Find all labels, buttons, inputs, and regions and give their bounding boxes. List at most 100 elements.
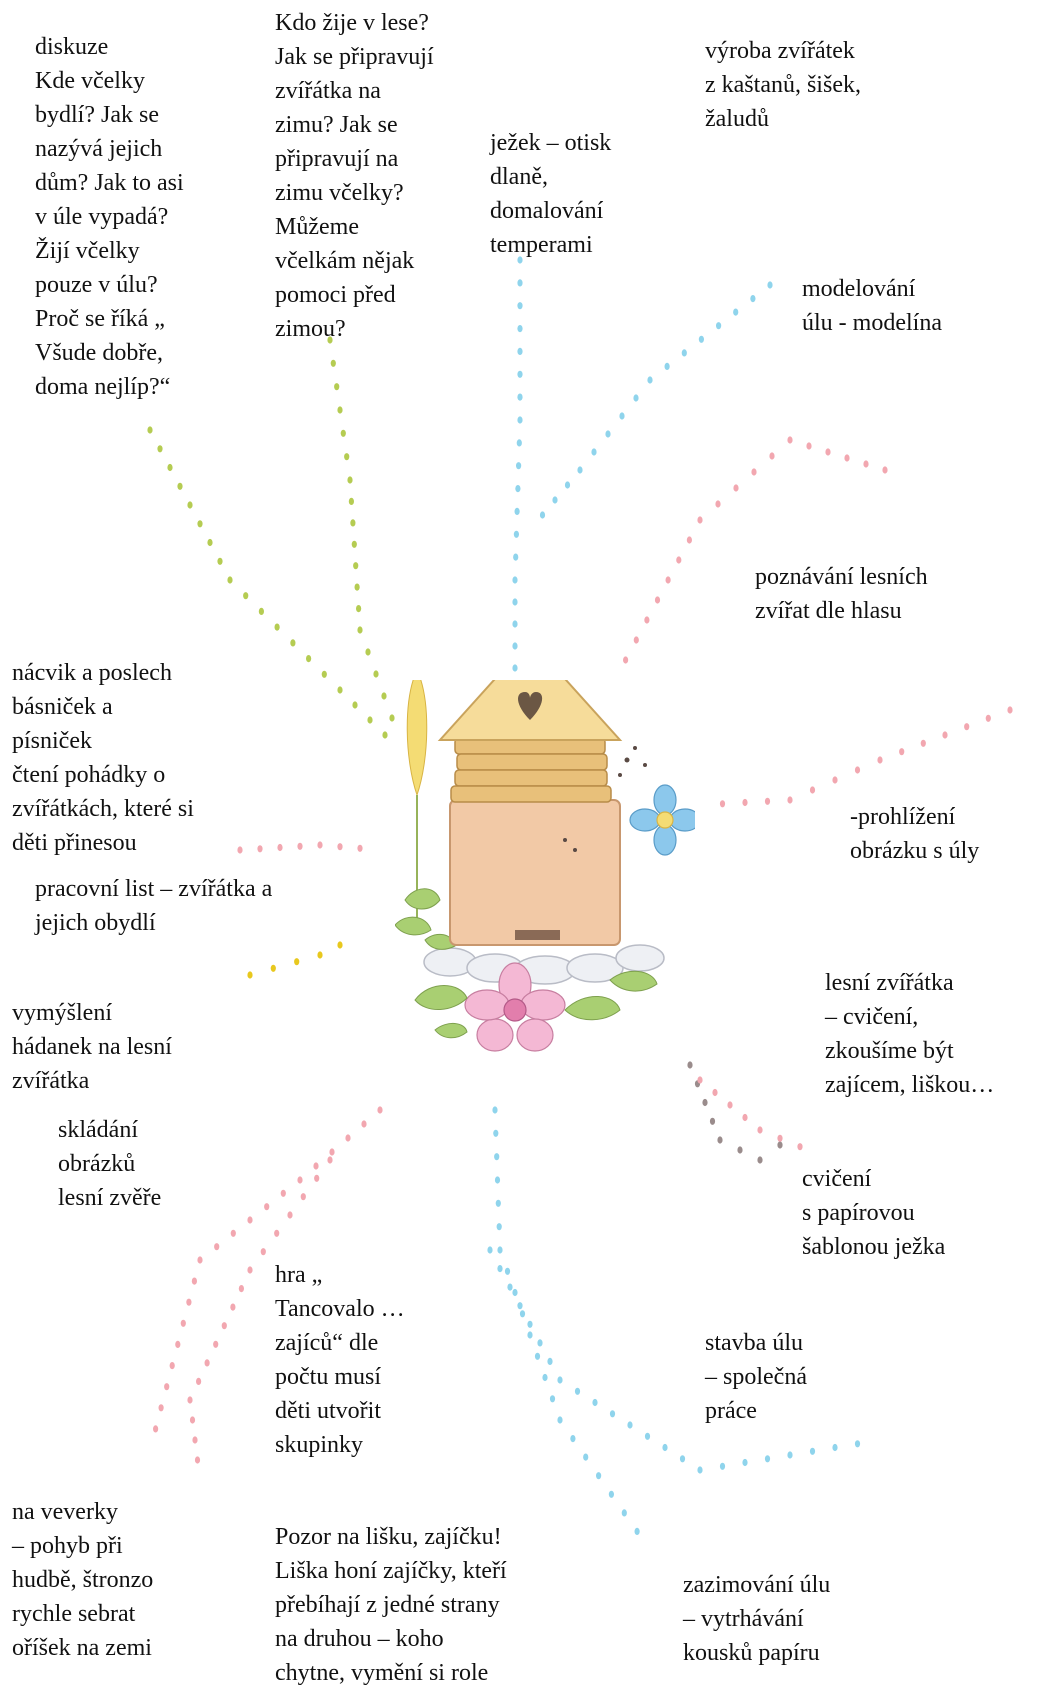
note-diskuze: diskuze Kde včelky bydlí? Jak se nazývá …: [35, 30, 184, 404]
connector-dot: [537, 1339, 542, 1346]
connector-dot: [239, 1285, 244, 1292]
note-nacvik: nácvik a poslech básniček a písniček čte…: [12, 656, 194, 860]
connector-dot: [230, 1304, 235, 1311]
connector-dot: [197, 1256, 202, 1263]
connector-dot: [682, 349, 687, 356]
connector-dot: [512, 1289, 517, 1296]
connector-dot: [496, 1200, 501, 1207]
connector-dot: [623, 656, 628, 663]
connector-dot: [187, 1396, 192, 1403]
connector-dot: [512, 642, 517, 649]
connector-dot: [159, 1404, 164, 1411]
connector-dot: [347, 476, 352, 483]
note-zazimovani: zazimování úlu – vytrhávání kousků papír…: [683, 1568, 830, 1670]
connector-dot: [190, 1416, 195, 1423]
connector-dot: [355, 584, 360, 591]
connector-dot: [769, 452, 774, 459]
connector-dot: [517, 416, 522, 423]
connector-dot: [825, 448, 830, 455]
connector-dot: [492, 1106, 497, 1113]
connector-dot: [662, 1444, 667, 1451]
connector-dot: [645, 1433, 650, 1440]
connector-dot: [507, 1284, 512, 1291]
connector-dot: [575, 1388, 580, 1395]
connector-dot: [247, 1266, 252, 1273]
connector-dot: [787, 436, 792, 443]
connector-dot: [844, 454, 849, 461]
connector-dot: [513, 554, 518, 561]
connector-dot: [517, 394, 522, 401]
connector-dot: [596, 1472, 601, 1479]
connector-dot: [275, 624, 280, 631]
connector-dot: [666, 576, 671, 583]
connector-dot: [512, 576, 517, 583]
connector-dot: [527, 1321, 532, 1328]
connector-dot: [712, 1089, 717, 1096]
connector-dot: [381, 692, 386, 699]
connector-dot: [349, 498, 354, 505]
connector-dot: [742, 799, 747, 806]
connector-dot: [517, 325, 522, 332]
connector-dot: [352, 541, 357, 548]
connector-dot: [715, 500, 720, 507]
connector-dot: [964, 723, 969, 730]
connector-dot: [634, 636, 639, 643]
connector-dot: [357, 626, 362, 633]
connector-dot: [921, 740, 926, 747]
connector-dot: [247, 971, 252, 978]
connector-dot: [710, 1118, 715, 1125]
connector-dot: [259, 608, 264, 615]
connector-dot: [655, 596, 660, 603]
connector-dot: [264, 1203, 269, 1210]
connector-dot: [535, 1353, 540, 1360]
note-lesni-zviratka: lesní zvířátka – cvičení, zkoušíme být z…: [825, 966, 994, 1102]
connector-dot: [517, 371, 522, 378]
connector-dot: [751, 468, 756, 475]
note-kdo-zije: Kdo žije v lese? Jak se připravují zvířá…: [275, 6, 434, 346]
connector-dot: [327, 1156, 332, 1163]
note-modelovani: modelování úlu - modelína: [802, 272, 942, 340]
note-stavba: stavba úlu – společná práce: [705, 1326, 807, 1428]
connector-dot: [517, 348, 522, 355]
connector-dot: [314, 1175, 319, 1182]
connector-dot: [389, 714, 394, 721]
connector-dot: [207, 539, 212, 546]
connector-dot: [367, 716, 372, 723]
connector-dot: [170, 1362, 175, 1369]
connector-dot: [287, 1211, 292, 1218]
connector-dot: [806, 442, 811, 449]
connector-dot: [337, 686, 342, 693]
connector-dot: [261, 1248, 266, 1255]
connector-dot: [494, 1153, 499, 1160]
connector-dot: [557, 1376, 562, 1383]
note-poznavani: poznávání lesních zvířat dle hlasu: [755, 560, 928, 628]
note-pracovni-list: pracovní list – zvířátka a jejich obydlí: [35, 872, 272, 940]
connector-dot: [382, 731, 387, 738]
connector-dot: [512, 598, 517, 605]
connector-dot: [757, 1126, 762, 1133]
connector-dot: [514, 531, 519, 538]
connector-dot: [334, 383, 339, 390]
connector-dot: [787, 796, 792, 803]
connector-dot: [855, 766, 860, 773]
beehive-illustration: [395, 680, 695, 1080]
connector-dot: [787, 1451, 792, 1458]
connector-dot: [196, 1378, 201, 1385]
connector-dot: [271, 965, 276, 972]
connector-dot: [676, 556, 681, 563]
connector-dot: [757, 1156, 762, 1163]
connector-dot: [197, 520, 202, 527]
connector-dot: [306, 655, 311, 662]
connector-dot: [195, 1456, 200, 1463]
connector-dot: [512, 664, 517, 671]
connector-dot: [329, 1148, 334, 1155]
connector-dot: [592, 1399, 597, 1406]
connector-dot: [344, 453, 349, 460]
connector-dot: [680, 1455, 685, 1462]
connector-dot: [699, 336, 704, 343]
connector-dot: [237, 846, 242, 853]
connector-dot: [186, 1299, 191, 1306]
connector-dot: [557, 1416, 562, 1423]
connector-dot: [227, 576, 232, 583]
connector-dot: [257, 845, 262, 852]
